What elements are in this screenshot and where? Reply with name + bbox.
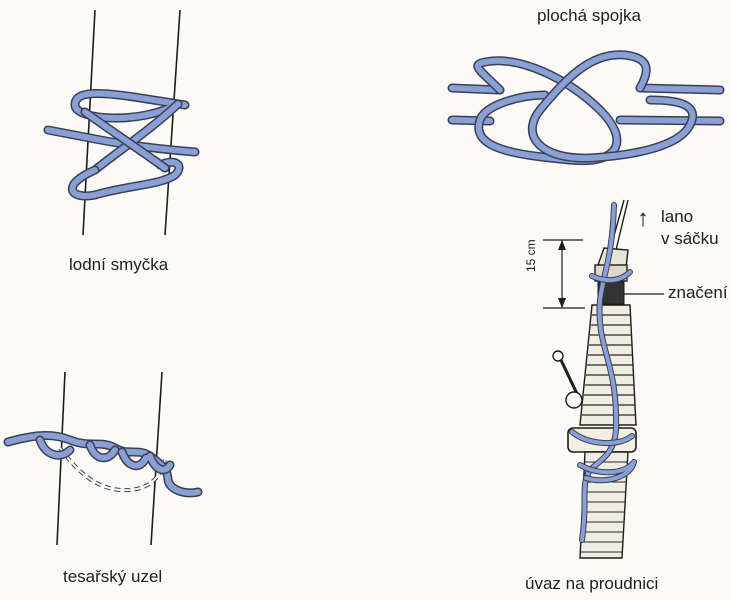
clove-hitch-drawing	[48, 10, 195, 235]
label-lodni-smycka: lodní smyčka	[69, 256, 168, 275]
pole-right-line	[165, 10, 180, 235]
label-uvaz-na-proudnici: úvaz na proudnici	[525, 575, 658, 594]
up-arrow-icon: ↑	[637, 206, 649, 232]
nozzle-hitch-drawing	[543, 200, 664, 558]
label-znaceni: značení	[668, 284, 728, 303]
label-plocha-spojka: plochá spojka	[537, 7, 641, 26]
timber-hitch-drawing	[8, 372, 198, 545]
clove-hitch-rope	[48, 93, 195, 196]
label-lano: lano	[661, 208, 693, 227]
label-tesarsky-uzel: tesařský uzel	[63, 568, 162, 587]
label-15cm: 15 cm	[525, 239, 538, 272]
label-v-sacku: v sáčku	[661, 230, 719, 249]
carrick-bend-drawing	[452, 55, 720, 161]
